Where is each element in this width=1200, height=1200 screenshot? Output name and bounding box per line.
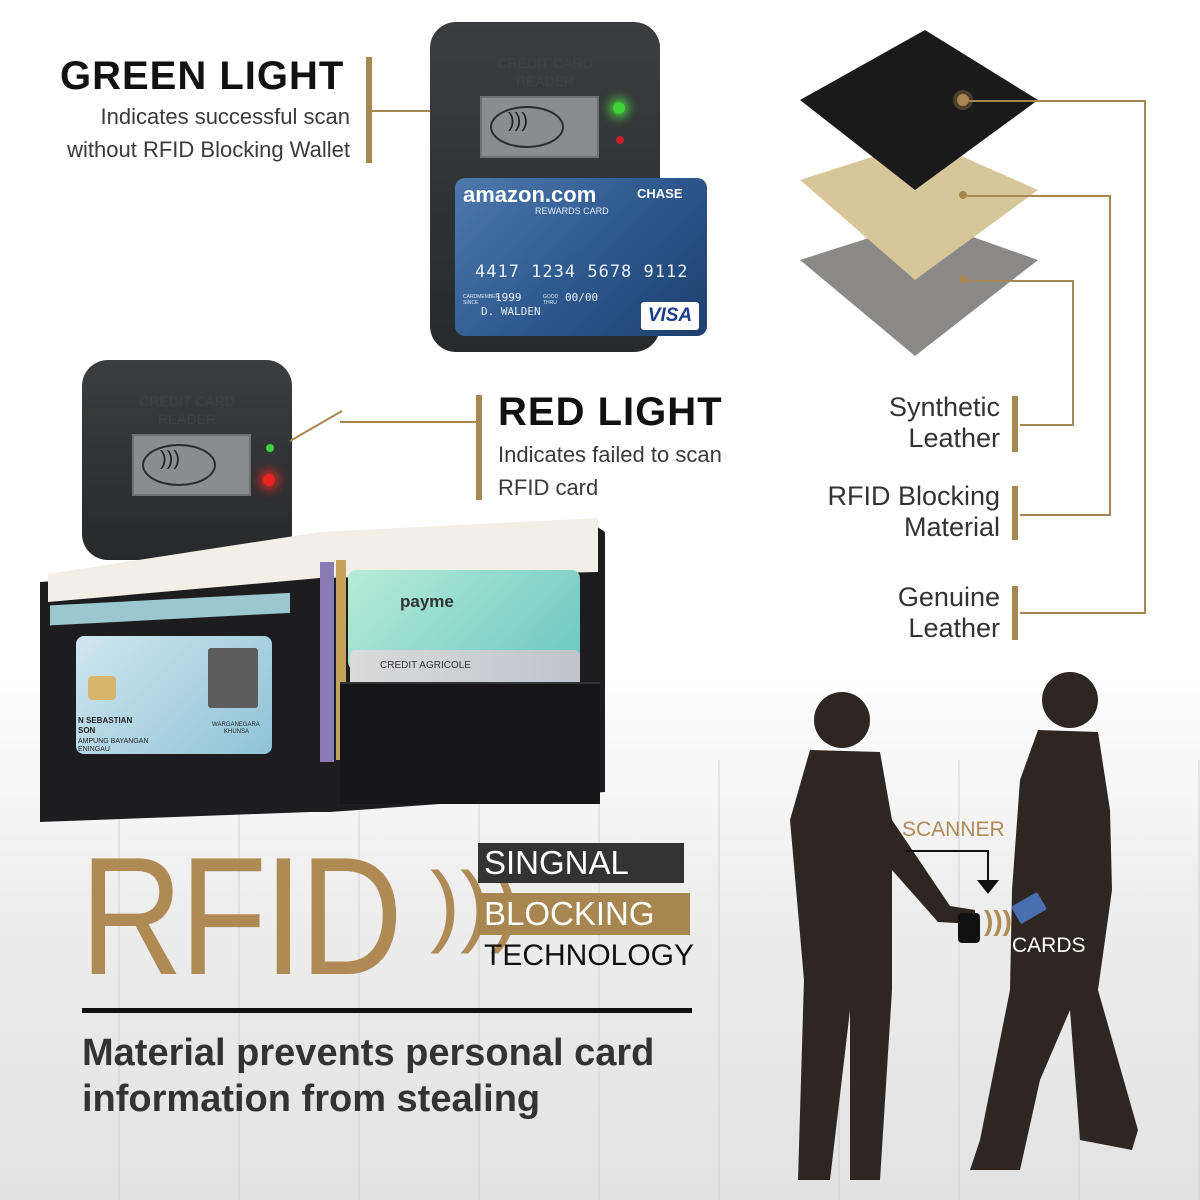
- layer-line-3-v: [1072, 280, 1074, 425]
- visa-label: VISA: [647, 305, 693, 326]
- rfid-word: RFID: [80, 822, 403, 1010]
- layer-line-2-h: [967, 195, 1110, 197]
- cards-label: CARDS: [1012, 934, 1086, 957]
- arrow-down-icon: [977, 880, 999, 894]
- wallet: N SEBASTIAN SON AMPUNG BAYANGAN ENINGAU …: [20, 512, 610, 824]
- card-brand-sub: REWARDS CARD: [535, 206, 609, 216]
- layer-bar-rfid: [1012, 486, 1018, 540]
- card-since-label: CARDMEMBER SINCE: [463, 294, 500, 306]
- scanner-arrow-v: [987, 850, 989, 890]
- id-nat-1: WARGANEGARA: [212, 722, 260, 728]
- payme-logo: payme: [400, 592, 454, 611]
- layer-label-genuine: Genuine Leather: [800, 582, 1000, 644]
- contactless-icon: ))): [508, 110, 528, 132]
- red-light-pointer-line: [340, 421, 480, 423]
- headline-divider: [82, 1008, 692, 1013]
- layer-line-1-h: [969, 100, 1145, 102]
- layer-synthetic-leather: [800, 30, 1038, 190]
- card-bank: CHASE: [637, 186, 683, 201]
- layer-marker-1: [957, 94, 969, 106]
- id-chip: [88, 676, 116, 700]
- green-light-title: GREEN LIGHT: [60, 54, 345, 98]
- red-light-desc-2: RFID card: [498, 475, 599, 500]
- tag-singnal-bg: SINGNAL: [478, 843, 684, 883]
- nfc-oval: [490, 106, 564, 148]
- credit-agricole-label: CREDIT AGRICOLE: [380, 660, 471, 671]
- layer-label-genuine-1: Genuine: [897, 582, 1000, 612]
- tag-blocking-bg: BLOCKING: [478, 893, 690, 935]
- wallet-front-pocket: [340, 682, 600, 804]
- people-silhouettes: [790, 672, 1138, 1180]
- reader2-label-line2: READER: [157, 411, 217, 427]
- tagline-2: information from stealing: [82, 1078, 541, 1120]
- tagline-1: Material prevents personal card: [82, 1032, 655, 1074]
- reader-window: ))): [480, 96, 599, 158]
- green-indicator-off: [266, 444, 274, 452]
- layer-label-synthetic-2: Leather: [908, 423, 1000, 453]
- red-light-pointer-diag: [289, 410, 343, 442]
- id-addr-1: AMPUNG BAYANGAN: [78, 738, 149, 745]
- material-layers: [800, 30, 1038, 356]
- layer-line-2-v: [1109, 195, 1111, 515]
- reader-label-line1: CREDIT CARD: [497, 55, 593, 71]
- id-name-1: N SEBASTIAN: [78, 716, 133, 725]
- green-light-accent-bar: [366, 57, 372, 163]
- layer-bar-genuine: [1012, 586, 1018, 640]
- layer-label-rfid: RFID Blocking Material: [780, 481, 1000, 543]
- nfc-oval-2: [142, 444, 216, 486]
- layer-bar-synthetic: [1012, 396, 1018, 452]
- tag-technology: TECHNOLOGY: [484, 939, 695, 972]
- green-light-desc-1: Indicates successful scan: [100, 104, 350, 129]
- reader-label-line2: READER: [515, 73, 575, 89]
- red-light-title: RED LIGHT: [498, 390, 723, 434]
- reader2-label-line1: CREDIT CARD: [139, 393, 235, 409]
- thief-silhouette: [790, 692, 975, 1180]
- red-indicator-light-off: [616, 136, 624, 144]
- card-number: 4417 1234 5678 9112: [475, 262, 689, 282]
- layer-rfid-blocking: [800, 140, 1038, 280]
- layer-line-1-end: [1020, 612, 1146, 614]
- contactless-icon-2: ))): [160, 448, 180, 470]
- layer-label-rfid-1: RFID Blocking: [827, 481, 1000, 511]
- layer-marker-2: [959, 191, 967, 199]
- card-holder: D. WALDEN: [481, 305, 541, 318]
- reader2-window: ))): [132, 434, 251, 496]
- red-light-accent-bar: [476, 395, 482, 500]
- layer-line-3-h: [967, 280, 1073, 282]
- scanner-waves-icon: ))): [984, 905, 1012, 936]
- scanner-arrow-h: [906, 850, 988, 852]
- scanner-device: [958, 913, 980, 943]
- id-photo: [208, 648, 258, 708]
- victim-silhouette: [970, 672, 1138, 1170]
- card-thru-label: GOOD THRU: [543, 294, 559, 306]
- id-name-2: SON: [78, 726, 96, 735]
- scanner-label: SCANNER: [902, 818, 1005, 841]
- red-indicator-light: [263, 474, 275, 486]
- credit-card: amazon.com REWARDS CARD CHASE 4417 1234 …: [455, 178, 707, 336]
- layer-line-3-end: [1020, 424, 1074, 426]
- card-thru: 00/00: [565, 291, 599, 304]
- id-addr-2: ENINGAU: [78, 746, 110, 753]
- layer-line-2-end: [1020, 514, 1111, 516]
- layer-label-synthetic: Synthetic Leather: [800, 392, 1000, 454]
- visa-logo: VISA: [641, 302, 699, 330]
- layer-label-rfid-2: Material: [903, 512, 1000, 542]
- id-nat-2: KHUNSA: [224, 729, 250, 735]
- layer-label-genuine-2: Leather: [908, 613, 1000, 643]
- layer-marker-3: [959, 275, 967, 283]
- green-indicator-light: [613, 102, 625, 114]
- card-reader-bottom: CREDIT CARD READER ))): [82, 360, 292, 560]
- card-since: 1999: [495, 291, 522, 304]
- tag-blocking: BLOCKING: [484, 895, 655, 932]
- layer-genuine-leather: [800, 220, 1038, 356]
- id-card: N SEBASTIAN SON AMPUNG BAYANGAN ENINGAU …: [76, 636, 272, 754]
- layer-label-synthetic-1: Synthetic: [888, 392, 1000, 422]
- red-light-desc-1: Indicates failed to scan: [498, 442, 722, 467]
- tag-singnal: SINGNAL: [484, 844, 629, 881]
- card-brand: amazon.com: [463, 182, 597, 207]
- layer-line-1-v: [1144, 100, 1146, 612]
- green-light-desc-2: without RFID Blocking Wallet: [67, 137, 350, 162]
